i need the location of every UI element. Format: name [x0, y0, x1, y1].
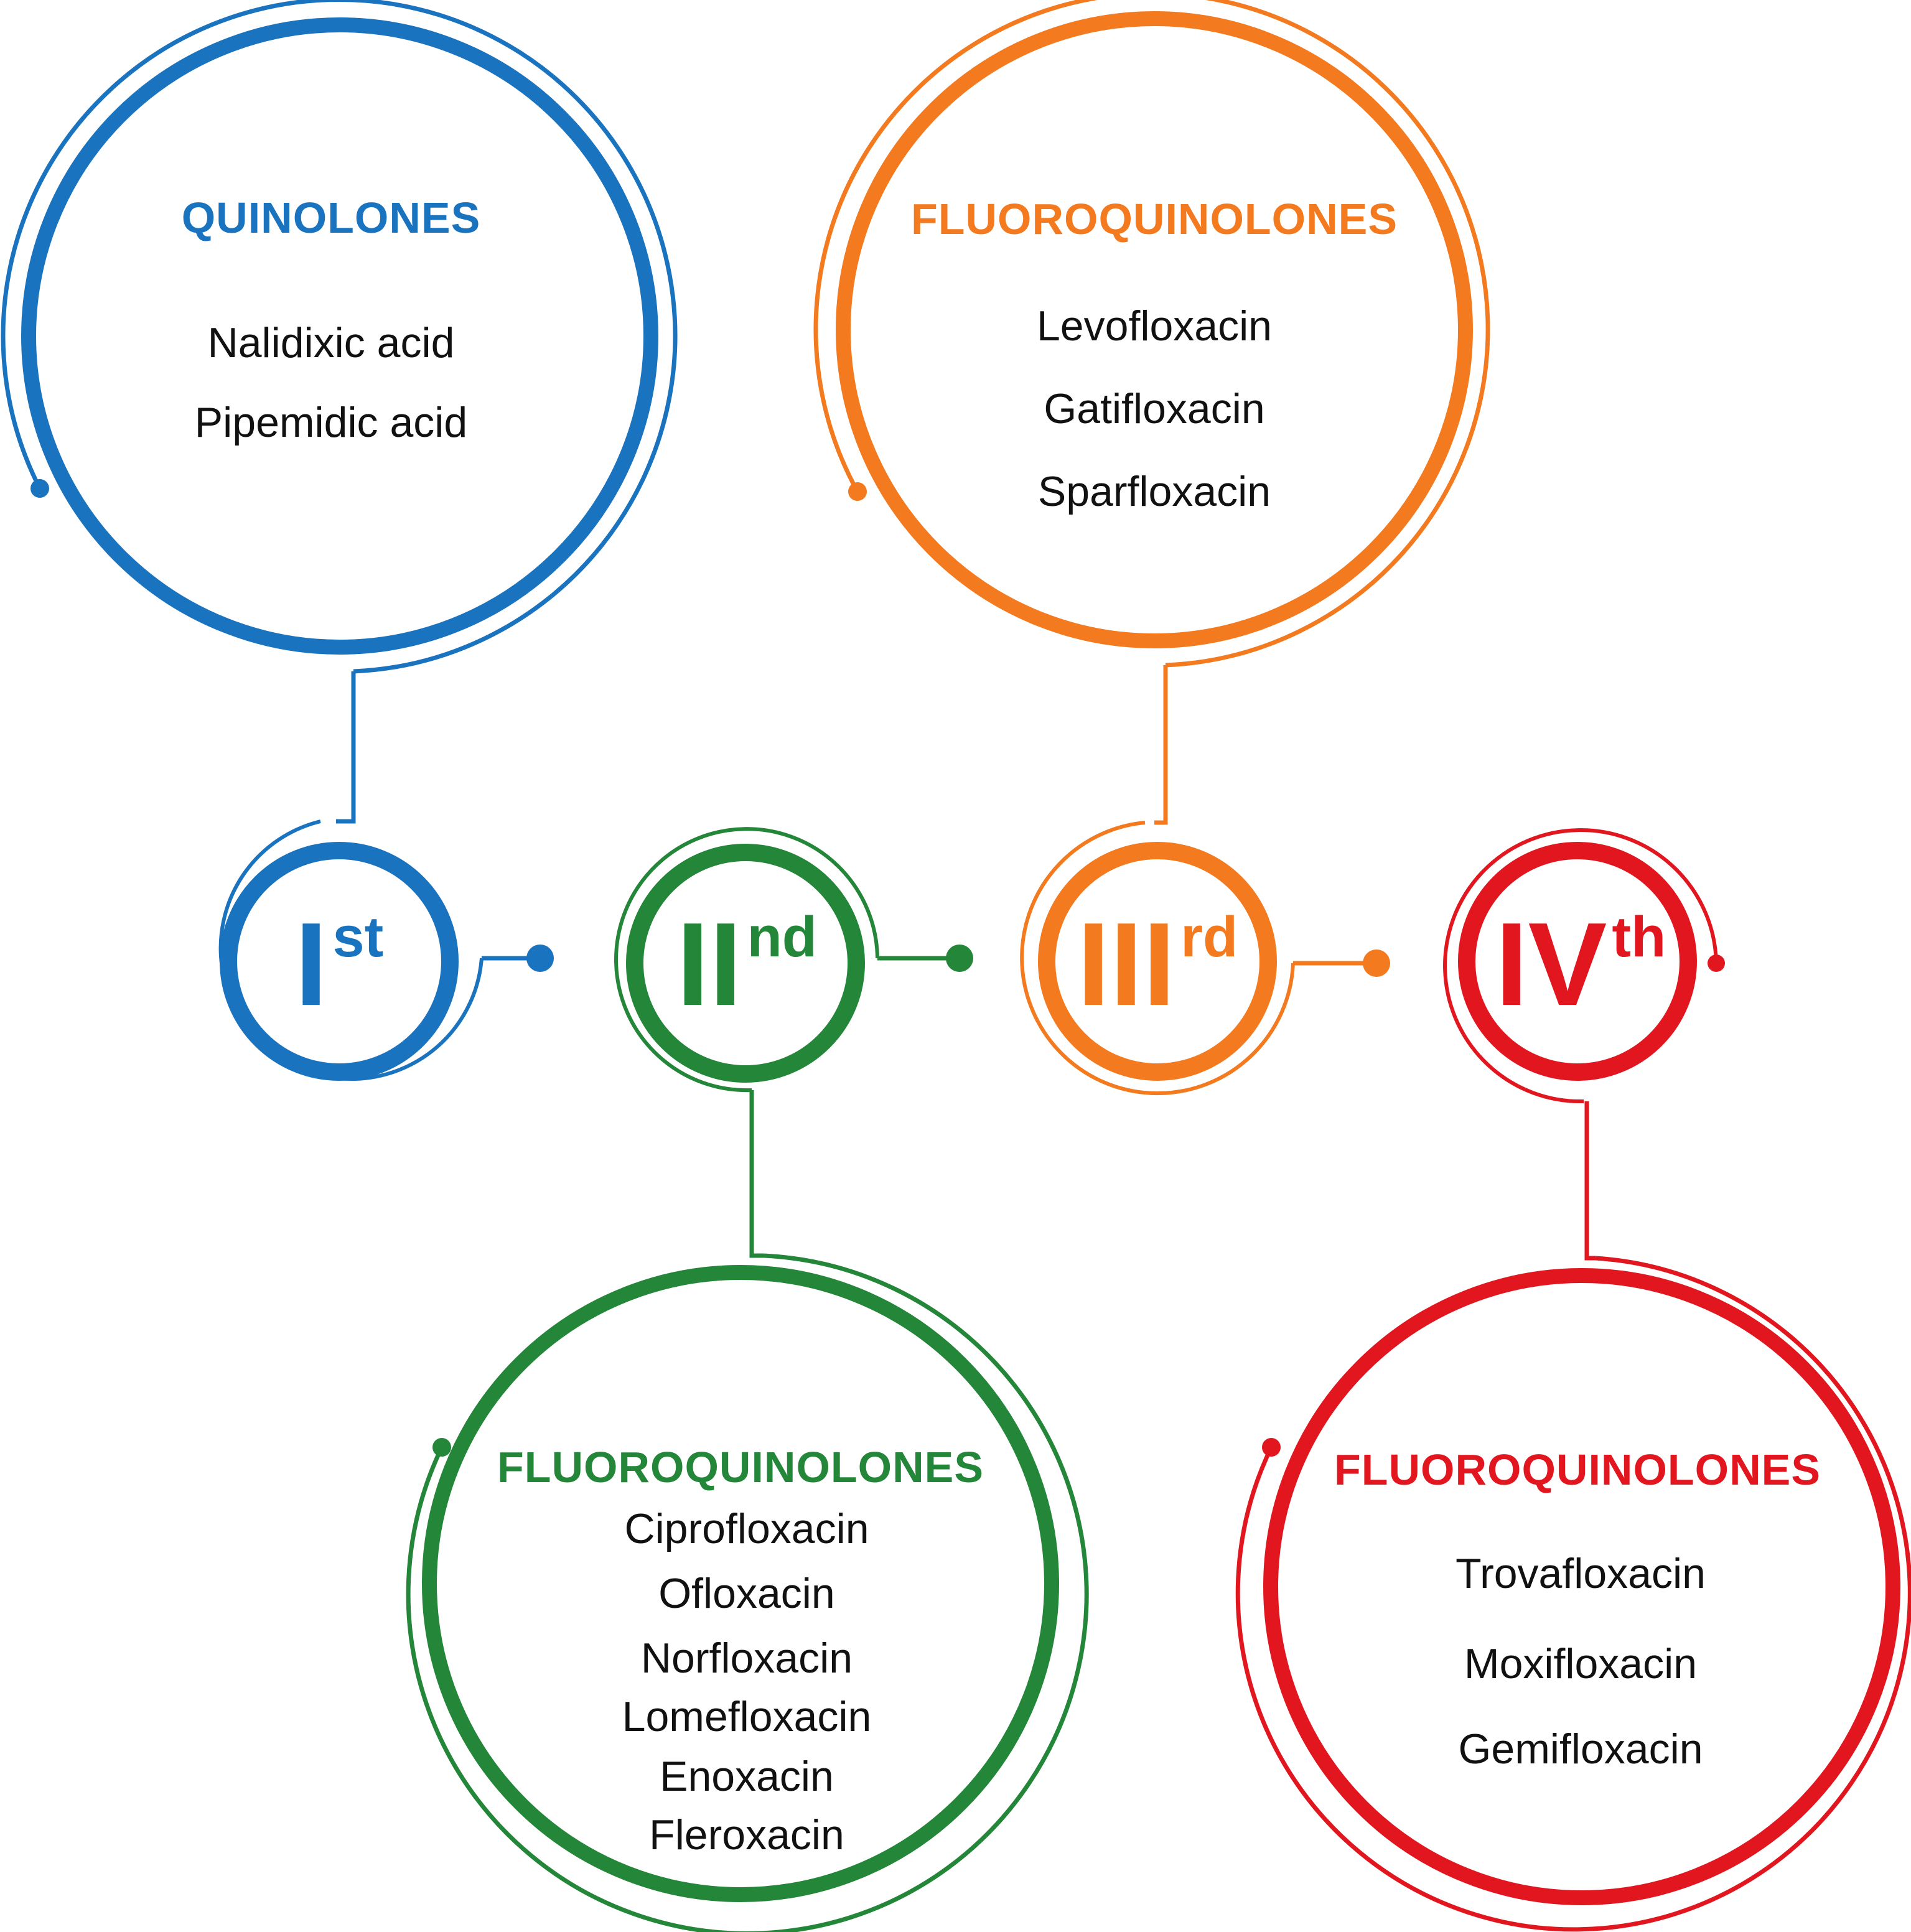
drug-label: Gatifloxacin [1044, 385, 1265, 432]
gen3-to-gen4-link [1293, 950, 1390, 977]
gen4-group-circle [1235, 1256, 1911, 1932]
gen4-connector-line [1584, 1101, 1596, 1261]
gen1-to-gen2-link [482, 945, 554, 972]
gen3-badge-circle [1020, 821, 1295, 1096]
drug-label: Pipemidic acid [194, 399, 468, 446]
gen1-badge-label: Ist [246, 905, 432, 1024]
gen3-badge-label: IIIrd [1052, 905, 1263, 1024]
gen2-badge-label: IInd [647, 905, 846, 1024]
drug-label: Fleroxacin [649, 1811, 844, 1859]
drug-label: Enoxacin [660, 1753, 834, 1800]
gen2-group-circle [406, 1253, 1089, 1932]
gen2-connector-line [749, 1090, 764, 1258]
quinolones-title: QUINOLONES [181, 194, 481, 242]
drug-label: Ofloxacin [658, 1570, 835, 1617]
drug-label: Ciprofloxacin [624, 1505, 869, 1552]
gen4-badge-label: IVth [1478, 905, 1683, 1024]
drug-label: Trovafloxacin [1455, 1550, 1706, 1597]
gen2-numeral: II [676, 898, 742, 1030]
gen1-suffix: st [332, 905, 384, 969]
drug-label: Norfloxacin [640, 1635, 853, 1682]
gen1-group-circle [1, 0, 678, 674]
drug-label: Nalidixic acid [207, 319, 455, 366]
gen2-suffix: nd [747, 905, 817, 969]
gen3-group-circle [813, 0, 1490, 668]
gen4-numeral: IV [1495, 898, 1607, 1030]
gen1-badge-circle [218, 819, 484, 1081]
gen4-fluoroquinolones-title: FLUOROQUINOLONES [1334, 1445, 1821, 1494]
gen1-connector-line [336, 671, 356, 824]
gen3-numeral: III [1077, 898, 1176, 1030]
gen2-fluoroquinolones-title: FLUOROQUINOLONES [497, 1443, 984, 1491]
gen2-to-gen3-link [877, 945, 973, 972]
gen3-fluoroquinolones-title: FLUOROQUINOLONES [910, 195, 1398, 243]
gen1-numeral: I [294, 898, 328, 1030]
drug-label: Lomefloxacin [622, 1693, 872, 1740]
gen3-connector-line [1154, 665, 1168, 825]
drug-label: Moxifloxacin [1464, 1640, 1698, 1687]
drug-label: Gemifloxacin [1458, 1725, 1703, 1773]
drug-label: Levofloxacin [1036, 302, 1273, 350]
gen3-suffix: rd [1180, 905, 1238, 969]
gen2-badge-circle [614, 827, 879, 1093]
drug-label: Sparfloxacin [1037, 468, 1271, 515]
gen4-badge-circle [1443, 828, 1725, 1104]
gen4-suffix: th [1612, 905, 1666, 969]
